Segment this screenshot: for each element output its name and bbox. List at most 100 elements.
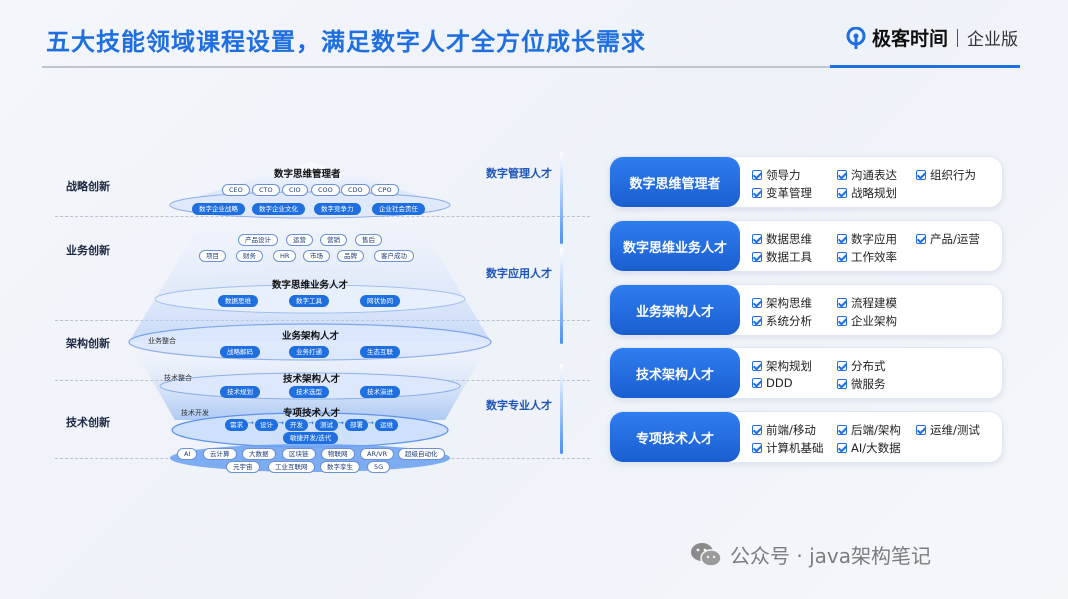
biz-talent-chip: 数据思维 [218, 295, 258, 307]
tech-chip: 物联网 [321, 448, 355, 460]
skill-row-biz-arch: 业务架构人才 架构思维 流程建模 系统分析 企业架构 [609, 284, 1003, 336]
biz-arch-chip: 生态互联 [360, 346, 400, 358]
flow-chip: 开发 [285, 419, 308, 431]
tech-chip: 数字孪生 [320, 461, 360, 473]
biz-arch-chip: 业务打通 [289, 346, 329, 358]
arrow-right-icon: → [368, 419, 374, 427]
skill-row-title: 技术架构人才 [610, 348, 740, 398]
tech-arch-chip: 技术选型 [289, 386, 329, 398]
page-title: 五大技能领域课程设置，满足数字人才全方位成长需求 [46, 28, 646, 56]
tier-bar [560, 248, 563, 344]
skill-row-biz-talent: 数字思维业务人才 数据思维 数字应用 产品/运营 数据工具 工作效率 [609, 220, 1003, 272]
side-label-architecture: 架构创新 [66, 337, 110, 350]
role-chip: CDO [341, 184, 370, 196]
domain-chip: HR [273, 250, 297, 262]
tech-chip: 工业互联网 [268, 461, 315, 473]
tech-chip: 5G [367, 461, 391, 473]
domain-chip: 客户成功 [374, 250, 414, 262]
checkbox-icon [752, 378, 762, 388]
tech-pro-side-label: 技术开发 [181, 409, 209, 417]
checkbox-icon [837, 379, 847, 389]
checkbox-icon [837, 188, 847, 198]
domain-chip: 售后 [355, 234, 382, 246]
role-chip: CPO [371, 184, 399, 196]
checkbox-icon [837, 234, 847, 244]
skill-item-label: 分布式 [851, 359, 886, 373]
skill-item-label: 架构思维 [766, 296, 812, 310]
checkbox-icon [837, 425, 847, 435]
tech-arch-title: 技术架构人才 [283, 374, 341, 385]
checkbox-icon [752, 170, 762, 180]
geektime-logo-icon [846, 26, 866, 49]
skill-item: AI/大数据 [837, 440, 901, 456]
manager-layer-title: 数字思维管理者 [274, 169, 341, 180]
tech-arch-chip: 技术演进 [360, 386, 400, 398]
checkbox-icon [752, 298, 762, 308]
tech-chip: AR/VR [360, 448, 395, 460]
flow-chip: 运维 [375, 419, 398, 431]
biz-talent-title: 数字思维业务人才 [272, 280, 349, 291]
checkbox-icon [752, 425, 762, 435]
arrow-right-icon: → [278, 419, 284, 427]
skill-item: 运维/测试 [916, 422, 980, 438]
wechat-icon [691, 542, 722, 567]
arrow-right-icon: → [248, 419, 254, 427]
flow-chip: 测试 [315, 419, 338, 431]
checkbox-icon [752, 234, 762, 244]
domain-chip: 项目 [199, 250, 226, 262]
skill-item: 前端/移动 [752, 422, 816, 438]
skill-item: DDD [752, 376, 793, 390]
side-label-technology: 技术创新 [66, 416, 110, 429]
skill-item-label: 战略规划 [851, 186, 897, 200]
domain-chip: 品牌 [337, 250, 364, 262]
role-chip: CIO [282, 184, 308, 196]
skill-item: 沟通表达 [837, 167, 897, 183]
tier-bar [560, 152, 563, 244]
arrow-right-icon: → [308, 419, 314, 427]
skill-item-label: 组织行为 [930, 168, 976, 182]
skill-row-manager: 数字思维管理者 领导力 沟通表达 组织行为 变革管理 战略规划 [609, 156, 1003, 208]
skill-item-label: 架构规划 [766, 359, 812, 373]
tech-chip: 大数据 [242, 448, 276, 460]
biz-arch-chip: 战略解码 [220, 346, 260, 358]
checkbox-icon [752, 316, 762, 326]
flow-chip: 需求 [225, 419, 248, 431]
checkbox-icon [752, 361, 762, 371]
checkbox-icon [752, 443, 762, 453]
checkbox-icon [837, 170, 847, 180]
flow-chip: 部署 [345, 419, 368, 431]
biz-talent-chip: 网状协同 [360, 295, 400, 307]
tier-bar [560, 364, 563, 454]
tech-chip: 云计算 [203, 448, 237, 460]
checkbox-icon [916, 425, 926, 435]
skill-item-label: 数据工具 [766, 250, 812, 264]
tech-chip: AI [177, 448, 198, 460]
skill-item: 数据工具 [752, 249, 812, 265]
arrow-right-icon: → [338, 419, 344, 427]
skill-item-label: 沟通表达 [851, 168, 897, 182]
brand-name: 极客时间 [871, 28, 948, 50]
tech-chip: 区块链 [282, 448, 316, 460]
theme-chip: 数字企业战略 [192, 203, 245, 215]
skill-item: 工作效率 [837, 249, 897, 265]
tech-chip: 超级自动化 [398, 448, 445, 460]
biz-arch-side-label: 业务整合 [148, 337, 176, 345]
biz-arch-title: 业务架构人才 [282, 331, 340, 342]
skill-item-label: 工作效率 [851, 250, 897, 264]
tech-arch-side-label: 技术整合 [164, 374, 192, 382]
skill-item-label: 变革管理 [766, 186, 812, 200]
theme-chip: 数字竞争力 [314, 203, 361, 215]
skill-item-label: 数字应用 [851, 232, 897, 246]
skill-item: 系统分析 [752, 313, 812, 329]
skill-item: 变革管理 [752, 185, 812, 201]
tier-label-application: 数字应用人才 [486, 267, 552, 280]
checkbox-icon [837, 361, 847, 371]
skill-item: 领导力 [752, 167, 801, 183]
skill-item-label: 计算机基础 [766, 441, 824, 455]
skill-row-tech-pro: 专项技术人才 前端/移动 后端/架构 运维/测试 计算机基础 AI/大数据 [609, 411, 1003, 463]
checkbox-icon [752, 252, 762, 262]
brand-divider [957, 28, 958, 47]
tier-label-manager: 数字管理人才 [486, 167, 552, 180]
skill-item-label: 系统分析 [766, 314, 812, 328]
side-label-strategy: 战略创新 [66, 180, 110, 193]
